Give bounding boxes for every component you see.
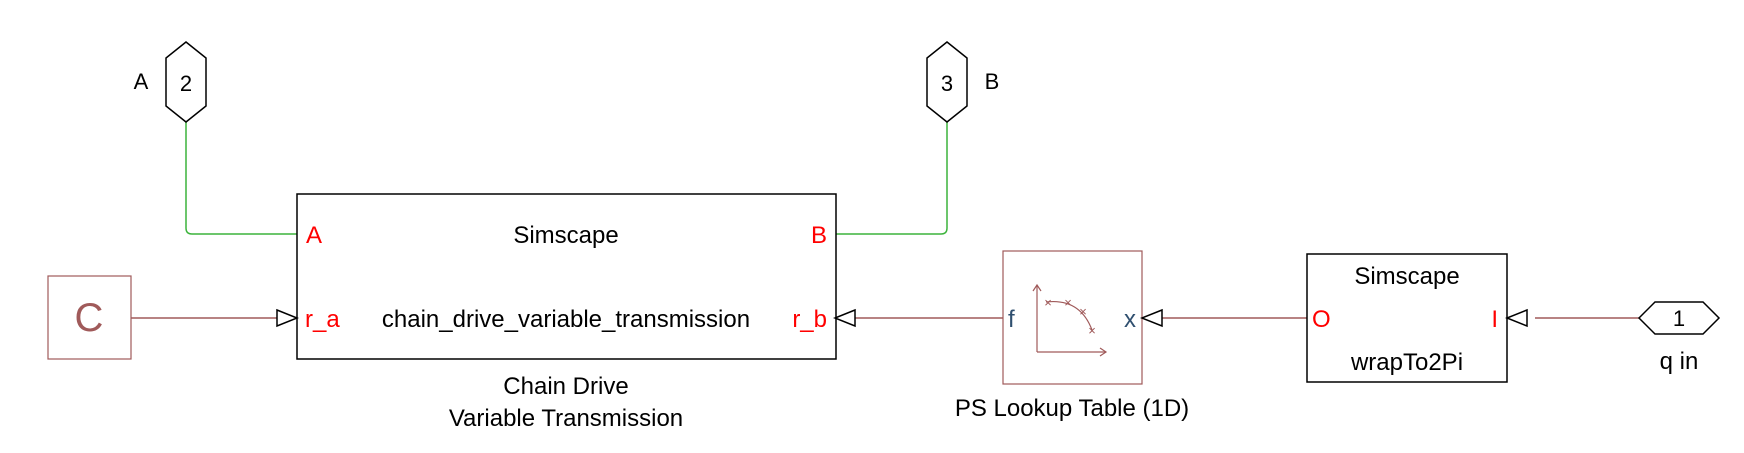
port-b-number: 3 bbox=[941, 71, 953, 96]
chain-drive-port-b: B bbox=[811, 222, 827, 249]
lookup-plot-icon: × × × × bbox=[1032, 283, 1108, 357]
port-q-number: 1 bbox=[1673, 306, 1685, 331]
port-a-number: 2 bbox=[180, 71, 192, 96]
chain-drive-caption-line2: Variable Transmission bbox=[449, 405, 683, 432]
port-a-label: A bbox=[134, 69, 149, 94]
chain-drive-port-rb: r_b bbox=[792, 306, 827, 333]
wrap-to-2pi-block[interactable]: Simscape wrapTo2Pi O I bbox=[1306, 253, 1528, 383]
svg-text:×: × bbox=[1088, 323, 1096, 338]
wrap-header: Simscape bbox=[1354, 263, 1459, 290]
wrap-port-i: I bbox=[1491, 306, 1498, 333]
svg-text:×: × bbox=[1079, 304, 1087, 319]
ps-constant-block[interactable]: C bbox=[47, 275, 132, 360]
chain-drive-caption-line1: Chain Drive bbox=[503, 373, 628, 400]
connection-port-a[interactable]: 2 A bbox=[134, 41, 207, 123]
ps-lookup-table-block[interactable]: × × × × f x PS Lookup Table (1D) bbox=[955, 250, 1189, 422]
wrap-port-o: O bbox=[1312, 306, 1331, 333]
port-q-label: q in bbox=[1660, 348, 1699, 375]
chain-drive-body: chain_drive_variable_transmission bbox=[382, 306, 750, 333]
input-port-q-in[interactable]: 1 q in bbox=[1637, 301, 1721, 375]
port-b-hexagon[interactable] bbox=[926, 41, 968, 123]
wrap-block-border[interactable] bbox=[1306, 253, 1508, 383]
chain-drive-block[interactable]: Simscape chain_drive_variable_transmissi… bbox=[276, 193, 856, 432]
chain-drive-input-rb-arrow bbox=[832, 308, 856, 328]
chain-drive-port-ra: r_a bbox=[305, 306, 340, 333]
connection-port-b[interactable]: 3 B bbox=[926, 41, 1000, 123]
lookup-port-x: x bbox=[1124, 306, 1136, 333]
connection-b-line[interactable] bbox=[836, 122, 948, 235]
chain-drive-input-ra-arrow bbox=[276, 308, 300, 328]
svg-text:×: × bbox=[1044, 295, 1052, 310]
wrap-input-arrow bbox=[1504, 308, 1528, 328]
lookup-caption: PS Lookup Table (1D) bbox=[955, 395, 1189, 422]
lookup-block-border[interactable] bbox=[1002, 250, 1143, 385]
port-a-hexagon[interactable] bbox=[165, 41, 207, 123]
connection-a-line[interactable] bbox=[185, 122, 297, 235]
lookup-input-arrow bbox=[1139, 308, 1163, 328]
chain-drive-port-a: A bbox=[306, 222, 322, 249]
svg-text:×: × bbox=[1064, 295, 1072, 310]
lookup-port-f: f bbox=[1008, 306, 1015, 333]
port-b-label: B bbox=[985, 69, 1000, 94]
chain-drive-header: Simscape bbox=[513, 222, 618, 249]
constant-symbol: C bbox=[75, 296, 104, 340]
constant-block-border[interactable] bbox=[47, 275, 132, 360]
wrap-body: wrapTo2Pi bbox=[1350, 349, 1463, 376]
port-q-hexagon[interactable] bbox=[1637, 301, 1721, 335]
chain-drive-block-border[interactable] bbox=[296, 193, 837, 360]
